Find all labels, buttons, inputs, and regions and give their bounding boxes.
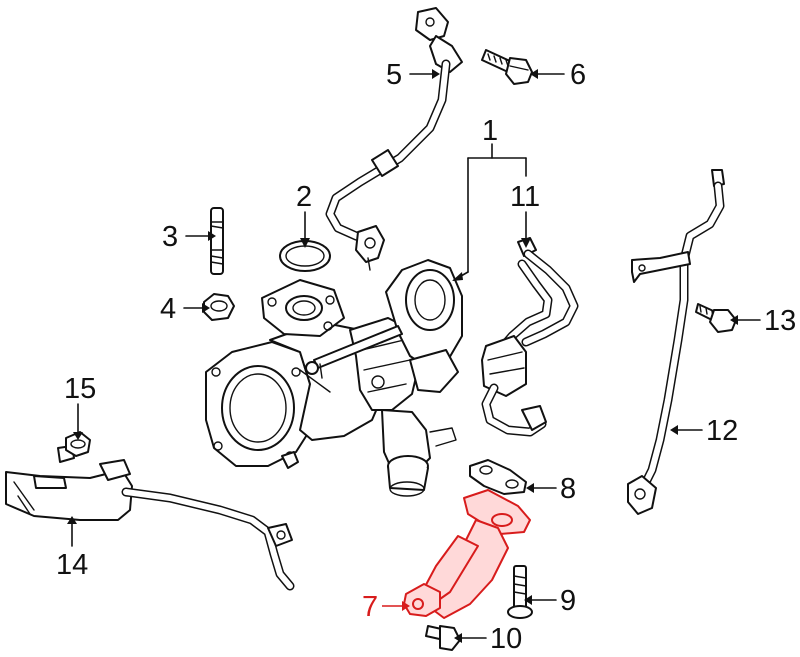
callout-7: 7 <box>362 591 378 623</box>
callout-labels: 1 2 3 4 5 6 7 8 9 10 11 12 13 14 15 <box>56 59 796 655</box>
part-5-oil-feed-line[interactable] <box>325 7 463 271</box>
callout-6: 6 <box>570 59 586 91</box>
callout-5: 5 <box>386 59 402 91</box>
part-9-bolt[interactable] <box>507 565 533 619</box>
callout-14: 14 <box>56 549 88 581</box>
callout-1: 1 <box>482 115 498 147</box>
callout-8: 8 <box>560 473 576 505</box>
callout-3: 3 <box>162 221 178 253</box>
callout-12: 12 <box>706 415 738 447</box>
callout-11: 11 <box>510 181 540 213</box>
part-10-bolt[interactable] <box>425 625 461 651</box>
arrowheads <box>67 69 738 643</box>
part-12-return-line[interactable] <box>627 169 725 515</box>
part-3-stud[interactable] <box>210 207 224 275</box>
part-15-bolt[interactable] <box>57 431 91 463</box>
part-1-turbocharger[interactable] <box>205 259 463 497</box>
callout-4: 4 <box>160 293 176 325</box>
part-6-bolt[interactable] <box>481 49 533 85</box>
part-11-coolant-lines[interactable] <box>481 237 579 437</box>
part-4-nut[interactable] <box>203 293 235 321</box>
part-7-oil-drain-pipe[interactable] <box>403 489 531 619</box>
callout-13: 13 <box>764 305 796 337</box>
callout-9: 9 <box>560 585 576 617</box>
part-14-oil-tube[interactable] <box>5 459 295 591</box>
callout-15: 15 <box>64 373 96 405</box>
part-13-bolt[interactable] <box>695 303 737 333</box>
part-2-gasket[interactable] <box>279 240 331 272</box>
part-8-gasket[interactable] <box>469 459 527 495</box>
callout-10: 10 <box>490 623 522 655</box>
callout-2: 2 <box>296 181 312 213</box>
